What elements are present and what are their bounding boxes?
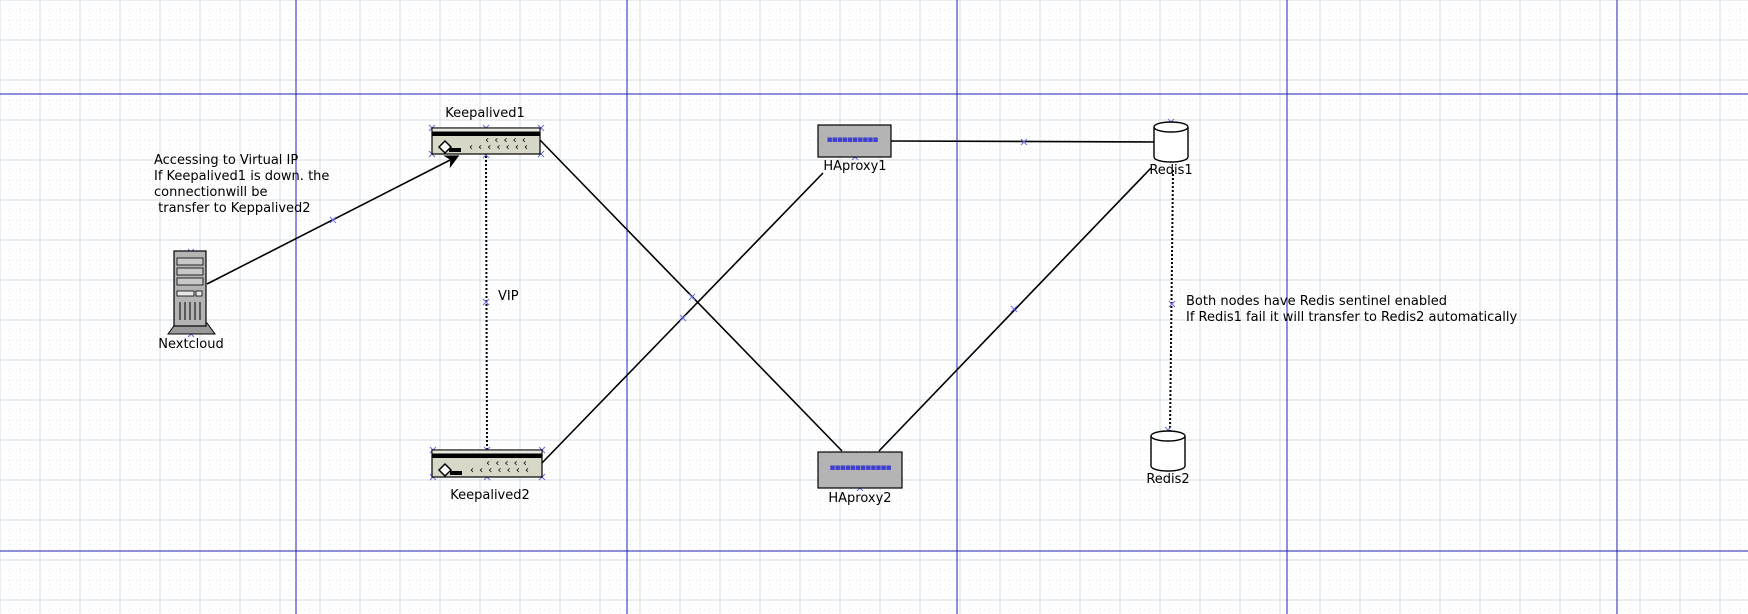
- node-label-nextcloud: Nextcloud: [158, 337, 224, 352]
- svg-text:‹ ‹ ‹ ‹ ‹: ‹ ‹ ‹ ‹ ‹: [485, 135, 527, 146]
- edge-handle[interactable]: [679, 314, 687, 322]
- database-cylinder-icon: [1153, 121, 1189, 163]
- node-label-keepalived2: Keepalived2: [450, 488, 530, 503]
- node-redis1[interactable]: Redis1: [1149, 121, 1193, 178]
- node-keepalived2[interactable]: ‹ ‹ ‹ ‹ ‹ ‹ ‹ ‹ ‹ ‹ ‹ ‹ Keepalived2: [431, 449, 543, 503]
- router-icon: ▪▪▪▪▪▪▪▪▪▪▪▪: [817, 451, 903, 489]
- note-line: If Keepalived1 is down. the: [154, 169, 329, 184]
- note-line: If Redis1 fail it will transfer to Redis…: [1186, 310, 1517, 325]
- note-line: transfer to Keppalived2: [154, 201, 311, 216]
- edge-handle[interactable]: [1010, 305, 1018, 313]
- router-icon: ▪▪▪▪▪▪▪▪▪▪: [817, 124, 892, 158]
- edge-handle[interactable]: [1168, 300, 1176, 308]
- node-label-haproxy2: HAproxy2: [828, 491, 891, 506]
- node-label-keepalived1: Keepalived1: [445, 106, 525, 121]
- node-haproxy1[interactable]: ▪▪▪▪▪▪▪▪▪▪ HAproxy1: [817, 124, 892, 174]
- svg-text:‹ ‹ ‹ ‹ ‹ ‹ ‹: ‹ ‹ ‹ ‹ ‹ ‹ ‹: [470, 465, 530, 476]
- edge-handle[interactable]: [329, 216, 337, 224]
- node-redis2[interactable]: Redis2: [1146, 430, 1190, 487]
- node-haproxy2[interactable]: ▪▪▪▪▪▪▪▪▪▪▪▪ HAproxy2: [817, 451, 903, 506]
- note-line: connectionwill be: [154, 185, 267, 200]
- svg-text:‹ ‹ ‹ ‹ ‹: ‹ ‹ ‹ ‹ ‹: [486, 458, 528, 469]
- edge-handle[interactable]: [482, 298, 490, 306]
- svg-text:▪▪▪▪▪▪▪▪▪▪▪▪: ▪▪▪▪▪▪▪▪▪▪▪▪: [829, 463, 891, 473]
- database-cylinder-icon: [1150, 430, 1186, 472]
- note-nextcloud-failover[interactable]: Accessing to Virtual IP If Keepalived1 i…: [154, 153, 329, 216]
- node-label-redis1: Redis1: [1149, 163, 1192, 178]
- edge-handle[interactable]: [1020, 138, 1028, 146]
- edge-handle[interactable]: [688, 293, 696, 301]
- network-switch-icon: ‹ ‹ ‹ ‹ ‹ ‹ ‹ ‹ ‹ ‹ ‹ ‹: [431, 449, 543, 478]
- note-redis-sentinel[interactable]: Both nodes have Redis sentinel enabled I…: [1186, 294, 1517, 325]
- svg-text:‹ ‹ ‹ ‹ ‹ ‹ ‹: ‹ ‹ ‹ ‹ ‹ ‹ ‹: [469, 142, 529, 153]
- node-keepalived1[interactable]: ‹ ‹ ‹ ‹ ‹ ‹ ‹ ‹ ‹ ‹ ‹ ‹ Keepalived1: [431, 106, 541, 155]
- server-tower-icon: [167, 250, 216, 335]
- node-nextcloud[interactable]: Nextcloud: [158, 250, 224, 352]
- note-line: Both nodes have Redis sentinel enabled: [1186, 294, 1447, 309]
- node-label-haproxy1: HAproxy1: [823, 159, 886, 174]
- note-line: Accessing to Virtual IP: [154, 153, 298, 168]
- edge-handles: [187, 118, 1176, 492]
- edge-label-vip[interactable]: VIP: [498, 289, 519, 304]
- svg-text:▪▪▪▪▪▪▪▪▪▪: ▪▪▪▪▪▪▪▪▪▪: [827, 135, 879, 145]
- edge-haproxy1-redis1[interactable]: [890, 140, 1155, 143]
- edge-keepalived1-keepalived2-vip[interactable]: [485, 155, 488, 451]
- node-label-redis2: Redis2: [1146, 472, 1189, 487]
- network-switch-icon: ‹ ‹ ‹ ‹ ‹ ‹ ‹ ‹ ‹ ‹ ‹ ‹: [431, 127, 541, 155]
